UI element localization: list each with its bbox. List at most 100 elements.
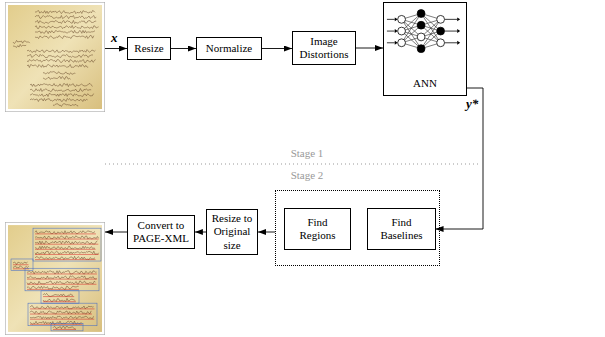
manuscript-picture	[5, 222, 105, 335]
network-input-head	[395, 17, 398, 21]
input-image	[5, 2, 105, 112]
stage-separator	[105, 164, 480, 165]
network-output	[445, 42, 458, 43]
handwriting-line	[27, 59, 95, 62]
flow-arrow	[105, 48, 127, 49]
region-outline	[25, 268, 99, 291]
region-outline	[33, 228, 101, 261]
network-neuron	[417, 21, 425, 29]
output-image	[5, 222, 105, 335]
stage-label: Stage 2	[289, 169, 326, 181]
handwriting-line	[27, 65, 88, 68]
handwriting-line	[30, 316, 94, 319]
handwriting-line	[35, 26, 99, 29]
network-neuron	[398, 15, 406, 23]
baseline-mark	[30, 308, 94, 309]
baseline-mark	[35, 244, 98, 245]
flow-arrow	[195, 232, 206, 233]
handwriting-line	[35, 246, 95, 249]
network-input	[387, 42, 395, 43]
baseline-mark	[30, 314, 92, 315]
handwriting-line	[27, 54, 93, 57]
handwriting-line	[30, 306, 94, 309]
network-neuron	[398, 39, 406, 47]
flow-arrow	[436, 88, 483, 229]
handwriting-line	[27, 271, 97, 274]
baseline-mark	[27, 289, 79, 290]
baseline-mark	[13, 264, 29, 265]
network-output-head	[457, 17, 460, 21]
handwriting-line	[53, 104, 78, 107]
network-input-head	[395, 29, 398, 33]
process-box: Image Distortions	[292, 31, 356, 65]
flow-arrow	[171, 48, 196, 49]
handwriting-line	[27, 286, 79, 289]
handwriting-line	[43, 72, 75, 75]
baseline-mark	[43, 301, 76, 302]
parchment-page	[8, 225, 102, 332]
process-box: Normalize	[196, 37, 262, 60]
handwriting-line	[30, 311, 91, 314]
flow-arrow	[262, 48, 292, 49]
baseline-mark	[53, 329, 76, 330]
box-label: ANN	[413, 77, 437, 90]
handwriting-line	[35, 30, 95, 33]
handwriting-line	[13, 262, 27, 265]
baseline-mark	[35, 239, 99, 240]
network-neuron	[398, 27, 406, 35]
handwriting-line	[35, 35, 94, 38]
network-output-head	[457, 29, 460, 33]
region-outline	[28, 303, 97, 326]
network-output	[445, 31, 458, 32]
signal-label: x	[110, 31, 119, 45]
manuscript-picture	[5, 2, 105, 112]
handwriting-line	[53, 326, 76, 329]
network-neuron	[417, 33, 425, 41]
box-label: Find Baselines	[379, 216, 423, 242]
handwriting-line	[30, 93, 94, 96]
baseline-mark	[27, 279, 97, 280]
handwriting-line	[35, 251, 99, 254]
box-label: Convert to PAGE-XML	[132, 219, 190, 245]
handwriting-line	[27, 281, 95, 284]
handwriting-line	[35, 20, 96, 23]
network-neuron	[437, 39, 445, 47]
box-label: Normalize	[206, 42, 252, 55]
handwriting-line	[13, 44, 26, 47]
baseline-mark	[35, 233, 96, 234]
network-input	[387, 19, 395, 20]
box-label: Image Distortions	[297, 35, 351, 61]
region-outline	[11, 259, 33, 270]
handwriting-line	[35, 11, 95, 14]
handwriting-line	[30, 84, 92, 87]
image-frame	[5, 2, 104, 111]
image-frame	[5, 222, 104, 334]
network-neuron	[417, 45, 425, 53]
dotted-group: Find Regions Find Baselines	[275, 190, 440, 266]
network-icon	[384, 3, 466, 65]
baseline-mark	[30, 324, 82, 325]
process-box: Resize	[127, 37, 171, 60]
network-neuron	[437, 15, 445, 23]
network-input-head	[395, 41, 398, 45]
handwriting-line	[35, 241, 97, 244]
process-box: Resize to Original size	[206, 209, 258, 255]
network-neuron	[417, 10, 425, 18]
baseline-mark	[30, 319, 94, 320]
stage-label: Stage 1	[289, 147, 326, 159]
parchment-page	[8, 5, 102, 109]
baseline-mark	[43, 296, 74, 297]
baseline-mark	[13, 268, 29, 269]
process-box: Convert to PAGE-XML	[127, 215, 195, 249]
network-input	[387, 31, 395, 32]
baseline-mark	[35, 254, 99, 255]
region-outline	[41, 291, 79, 303]
box-label: Resize to Original size	[211, 212, 253, 252]
box-label: Find Regions	[297, 216, 338, 242]
baseline-mark	[35, 259, 96, 260]
handwriting-line	[43, 293, 73, 296]
handwriting-line	[13, 40, 30, 43]
flow-arrow	[356, 48, 383, 49]
baseline-mark	[35, 249, 96, 250]
handwriting-line	[27, 50, 95, 53]
